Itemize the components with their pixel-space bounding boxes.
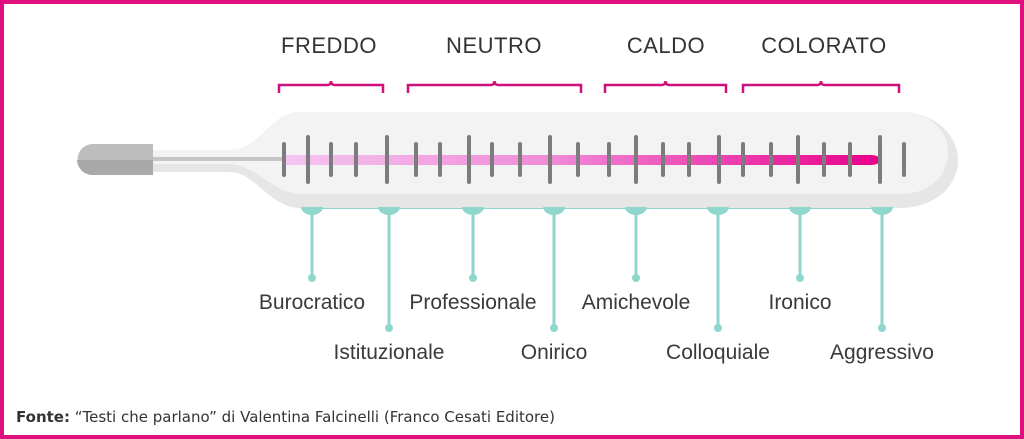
tick-mark	[848, 142, 852, 177]
connector-dot	[796, 274, 804, 282]
category-bracket	[277, 80, 385, 93]
tick-mark	[354, 142, 358, 177]
tick-mark	[717, 135, 721, 184]
scale-label-istituzionale: Istituzionale	[333, 341, 445, 364]
scale-label-onirico: Onirico	[520, 341, 588, 364]
tick-mark	[576, 142, 580, 177]
tick-mark	[282, 142, 286, 177]
tick-mark	[490, 142, 494, 177]
tick-mark	[902, 142, 906, 177]
tick-mark	[661, 142, 665, 177]
tick-mark	[796, 135, 800, 184]
scale-label-burocratico: Burocratico	[258, 291, 366, 314]
connector-dot	[550, 324, 558, 332]
category-bracket	[741, 80, 901, 93]
scale-label-professionale: Professionale	[409, 291, 537, 314]
connector-dot	[385, 324, 393, 332]
connector-dot	[308, 274, 316, 282]
connector-dot	[469, 274, 477, 282]
category-bracket	[603, 80, 728, 93]
tick-mark	[741, 142, 745, 177]
tick-mark	[687, 142, 691, 177]
tick-mark	[548, 135, 552, 184]
tick-mark	[329, 142, 333, 177]
category-bracket	[406, 80, 583, 93]
category-brackets	[277, 80, 901, 93]
category-label-caldo: CALDO	[626, 33, 706, 58]
tick-mark	[385, 135, 389, 184]
connector-dot	[714, 324, 722, 332]
tick-mark	[769, 142, 773, 177]
category-label-neutro: NEUTRO	[446, 33, 542, 58]
label-connectors	[301, 207, 893, 332]
category-label-colorato: COLORATO	[761, 33, 887, 58]
tick-mark	[607, 142, 611, 177]
source-caption: Fonte: “Testi che parlano” di Valentina …	[16, 408, 555, 426]
tick-mark	[634, 135, 638, 184]
tick-mark	[822, 142, 826, 177]
tick-mark	[518, 142, 522, 177]
thermometer-tip	[77, 144, 153, 176]
tick-mark	[878, 135, 882, 184]
tick-mark	[414, 142, 418, 177]
mercury-column	[284, 155, 880, 165]
tick-mark	[306, 135, 310, 184]
tick-mark	[467, 135, 471, 184]
connector-dot	[878, 324, 886, 332]
source-text: “Testi che parlano” di Valentina Falcine…	[69, 408, 555, 426]
scale-label-colloquiale: Colloquiale	[666, 341, 770, 364]
tick-mark	[438, 142, 442, 177]
category-label-freddo: FREDDO	[281, 33, 377, 58]
scale-label-aggressivo: Aggressivo	[830, 341, 934, 364]
source-prefix: Fonte:	[16, 408, 70, 426]
scale-label-ironico: Ironico	[768, 291, 832, 314]
scale-label-amichevole: Amichevole	[581, 291, 691, 314]
connector-dot	[632, 274, 640, 282]
scale-ticks	[282, 135, 906, 184]
